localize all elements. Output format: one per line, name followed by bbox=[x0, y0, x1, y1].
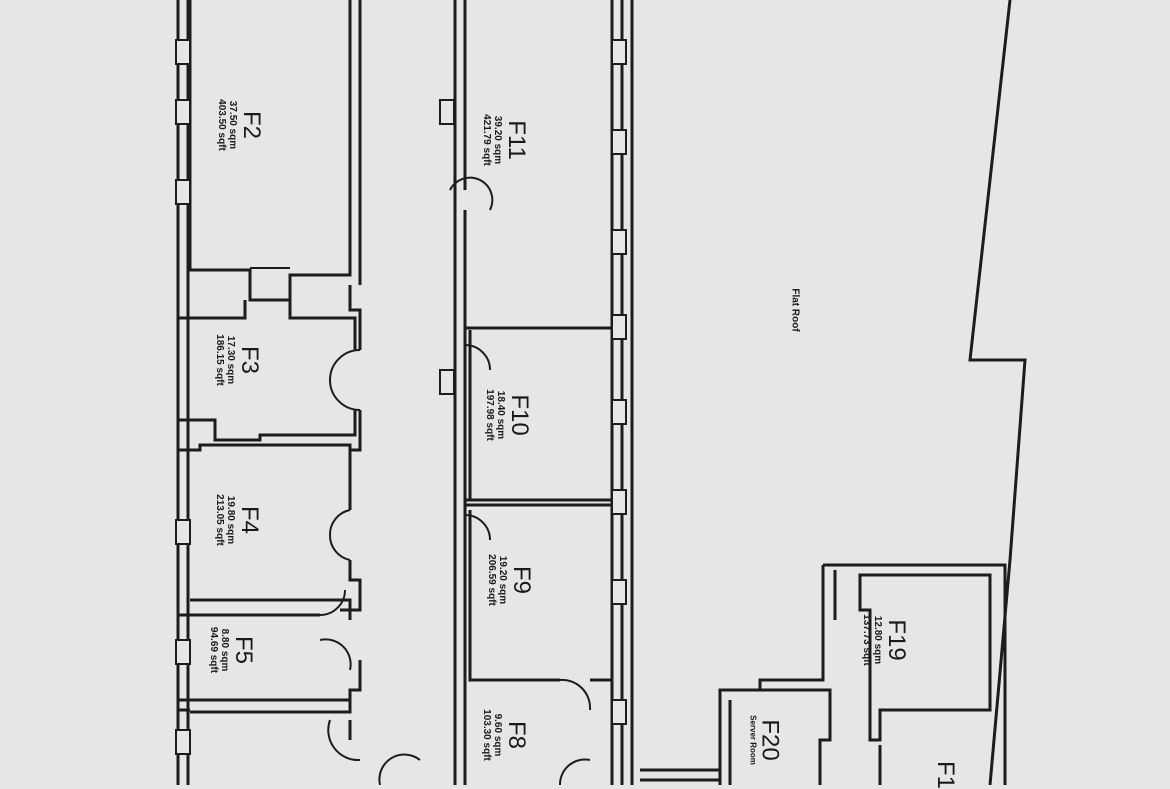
room-sqm: 19.80 sqm bbox=[224, 495, 236, 545]
room-label-f9: F9 19.20 sqm 206.59 sqft bbox=[485, 554, 536, 606]
room-name: F20 bbox=[756, 719, 784, 761]
room-sqm: 19.20 sqm bbox=[496, 555, 508, 605]
room-name: F11 bbox=[503, 120, 531, 160]
room-sqm: 18.40 sqm bbox=[494, 390, 506, 440]
room-sqm: 8.80 sqm bbox=[218, 628, 230, 672]
room-label-f11: F11 39.20 sqm 421.79 sqft bbox=[480, 114, 531, 166]
room-label-f19: F19 12.80 sqm 137.73 sqft bbox=[860, 614, 911, 666]
room-label-f3: F3 17.30 sqm 186.15 sqft bbox=[213, 334, 264, 386]
room-sqft: 137.73 sqft bbox=[860, 614, 872, 666]
room-sqft: 213.05 sqft bbox=[213, 494, 225, 546]
room-sqm: 12.80 sqm bbox=[871, 615, 883, 665]
room-name: F2 bbox=[238, 110, 266, 140]
room-sqft: 94.69 sqft bbox=[207, 626, 219, 674]
room-sqft: 103.30 sqft bbox=[480, 709, 492, 761]
room-name: F3 bbox=[236, 345, 264, 375]
room-label-f10: F10 18.40 sqm 197.98 sqft bbox=[483, 389, 534, 441]
room-name: F10 bbox=[506, 394, 534, 436]
room-label-f5: F5 8.80 sqm 94.69 sqft bbox=[207, 626, 258, 674]
room-label-f20: F20 Server Room bbox=[747, 715, 784, 765]
room-sqm: 37.50 sqm bbox=[226, 100, 238, 150]
room-sqft: 403.50 sqft bbox=[215, 99, 227, 151]
room-sqft: 421.79 sqft bbox=[480, 114, 492, 166]
room-name: F19 bbox=[883, 619, 911, 661]
room-sqm: 17.30 sqm bbox=[224, 335, 236, 385]
room-label-f2: F2 37.50 sqm 403.50 sqft bbox=[215, 99, 266, 151]
room-sqm: 9.60 sqm bbox=[491, 713, 503, 757]
room-sqft: 197.98 sqft bbox=[483, 389, 495, 441]
room-label-f4: F4 19.80 sqm 213.05 sqft bbox=[213, 494, 264, 546]
room-name: F5 bbox=[230, 635, 258, 665]
room-desc: Server Room bbox=[748, 715, 758, 765]
room-name: F8 bbox=[503, 720, 531, 750]
room-name: F9 bbox=[508, 565, 536, 595]
room-sqft: 206.59 sqft bbox=[485, 554, 497, 606]
room-name: F4 bbox=[236, 505, 264, 535]
room-sqft: 186.15 sqft bbox=[213, 334, 225, 386]
room-sqm: 39.20 sqm bbox=[491, 115, 503, 165]
flat-roof-label: Flat Roof bbox=[789, 288, 801, 332]
room-label-f8: F8 9.60 sqm 103.30 sqft bbox=[480, 709, 531, 761]
